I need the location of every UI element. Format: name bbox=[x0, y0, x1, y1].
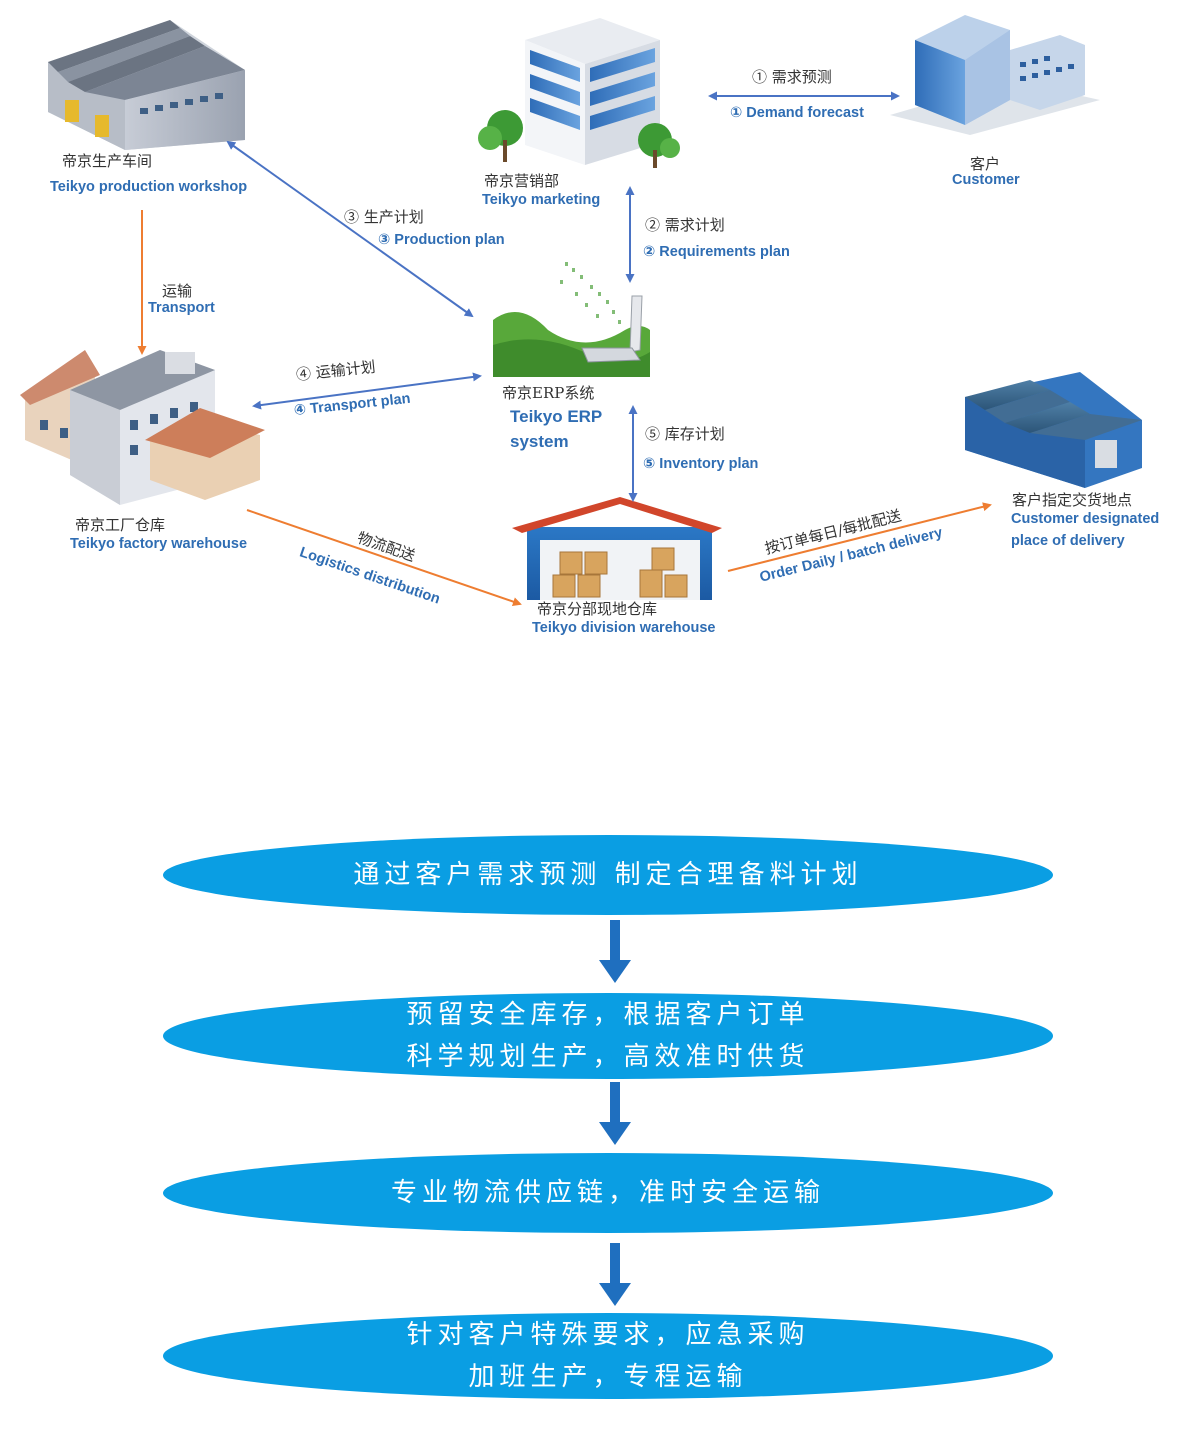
requirements-plan-label-en: ② Requirements plan bbox=[643, 244, 790, 260]
flow-arrow-1 bbox=[599, 920, 631, 983]
process-step-2-line1: 预留安全库存，根据客户订单 bbox=[406, 1000, 810, 1030]
erp-system-illustration bbox=[493, 262, 650, 377]
marketing-label-zh: 帝京营销部 bbox=[484, 172, 560, 190]
customer-label-en: Customer bbox=[952, 172, 1020, 188]
demand-forecast-label-zh: ① 需求预测 bbox=[752, 68, 832, 86]
process-step-4: 针对客户特殊要求，应急采购 加班生产，专程运输 bbox=[163, 1313, 1053, 1399]
process-step-1-text: 通过客户需求预测 制定合理备料计划 bbox=[353, 860, 863, 890]
customer-building-illustration bbox=[890, 15, 1100, 135]
flow-arrow-2 bbox=[599, 1082, 631, 1145]
supply-chain-diagram: 帝京生产车间 Teikyo production workshop 帝京营销部 … bbox=[0, 0, 1200, 660]
factory-warehouse-illustration bbox=[20, 350, 265, 505]
delivery-place-label-zh: 客户指定交货地点 bbox=[1012, 491, 1133, 509]
customer-label-zh: 客户 bbox=[970, 155, 1001, 173]
production-plan-label-en: ③ Production plan bbox=[378, 232, 505, 248]
requirements-plan-label-zh: ② 需求计划 bbox=[645, 216, 725, 234]
production-workshop-illustration bbox=[48, 20, 245, 150]
diagram-canvas bbox=[20, 15, 1142, 606]
erp-label-zh: 帝京ERP系统 bbox=[502, 384, 595, 402]
flow-arrow-3 bbox=[599, 1243, 631, 1306]
order-delivery-arrow bbox=[727, 502, 992, 572]
erp-label-en: Teikyo ERP system bbox=[510, 404, 602, 454]
process-step-2-line2: 科学规划生产，高效准时供货 bbox=[406, 1042, 810, 1072]
inventory-plan-label-en: ⑤ Inventory plan bbox=[643, 456, 759, 472]
division-warehouse-label-en: Teikyo division warehouse bbox=[532, 620, 716, 636]
process-step-1: 通过客户需求预测 制定合理备料计划 bbox=[163, 835, 1053, 915]
process-step-3: 专业物流供应链，准时安全运输 bbox=[163, 1153, 1053, 1233]
logistics-arrow bbox=[246, 509, 522, 606]
delivery-place-warehouse-illustration bbox=[965, 372, 1142, 488]
process-step-4-line2: 加班生产，专程运输 bbox=[468, 1362, 748, 1392]
transport-plan-arrow bbox=[252, 372, 482, 410]
production-plan-label-zh: ③ 生产计划 bbox=[344, 208, 424, 226]
process-step-2: 预留安全库存，根据客户订单 科学规划生产，高效准时供货 bbox=[163, 993, 1053, 1079]
production-plan-arrow bbox=[226, 140, 474, 318]
process-step-3-text: 专业物流供应链，准时安全运输 bbox=[390, 1178, 825, 1208]
workshop-label-en: Teikyo production workshop bbox=[50, 179, 248, 195]
delivery-place-label-en-line2: place of delivery bbox=[1011, 533, 1125, 549]
erp-label-en-line1: Teikyo ERP bbox=[510, 407, 603, 426]
factory-warehouse-label-en: Teikyo factory warehouse bbox=[70, 536, 248, 552]
factory-warehouse-label-zh: 帝京工厂仓库 bbox=[75, 516, 166, 534]
transport-label-en: Transport bbox=[148, 300, 215, 316]
inventory-plan-label-zh: ⑤ 库存计划 bbox=[645, 425, 725, 443]
demand-forecast-label-en: ① Demand forecast bbox=[730, 105, 864, 121]
workshop-label-zh: 帝京生产车间 bbox=[62, 152, 153, 170]
process-step-4-line1: 针对客户特殊要求，应急采购 bbox=[406, 1320, 810, 1350]
marketing-label-en: Teikyo marketing bbox=[482, 192, 601, 208]
delivery-place-label-en-line1: Customer designated bbox=[1011, 511, 1160, 527]
erp-label-en-line2: system bbox=[510, 432, 569, 451]
division-warehouse-illustration bbox=[512, 497, 722, 600]
marketing-building-illustration bbox=[478, 18, 680, 168]
division-warehouse-label-zh: 帝京分部现地仓库 bbox=[537, 600, 658, 618]
transport-label-zh: 运输 bbox=[162, 282, 193, 300]
